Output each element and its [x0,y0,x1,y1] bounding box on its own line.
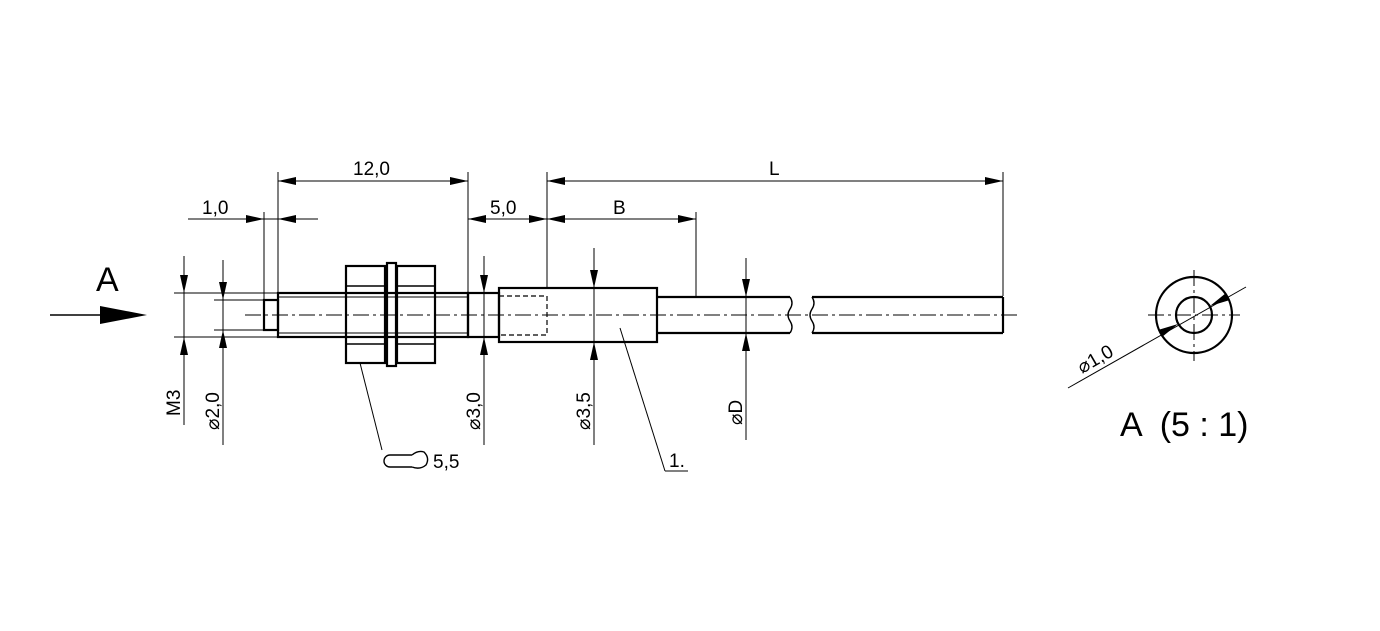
wrench-size-callout: 5,5 [359,362,459,473]
dim-total-length: L [547,159,1003,185]
svg-text:L: L [769,159,780,180]
svg-text:⌀2,0: ⌀2,0 [203,392,224,430]
svg-text:⌀D: ⌀D [726,400,747,425]
extension-lines [263,172,1004,299]
sensor-body [262,261,1005,368]
svg-text:1,0: 1,0 [202,198,228,219]
svg-text:⌀3,0: ⌀3,0 [464,392,485,430]
view-marker-label: A [96,261,119,299]
dim-thread-length: 12,0 [278,159,468,185]
svg-text:5,0: 5,0 [490,198,516,219]
svg-text:⌀3,5: ⌀3,5 [574,392,595,430]
dim-gap-length: 5,0 [468,198,547,223]
detail-view-label: A (5 : 1) [1120,406,1249,444]
detail-view-a: ⌀1,0 A (5 : 1) [1067,270,1249,444]
dim-cable-diameter: ⌀D [726,258,750,440]
dim-thread-size: M3 [164,256,277,425]
dim-bend-length: B [547,198,696,223]
dim-housing-diameter: ⌀3,5 [574,248,598,445]
svg-text:M3: M3 [164,390,185,416]
svg-text:5,5: 5,5 [433,452,459,473]
svg-text:1.: 1. [669,451,685,472]
wrench-icon [383,450,429,469]
dim-tip-diameter: ⌀2,0 [203,260,263,445]
dim-sleeve-diameter: ⌀3,0 [464,256,488,445]
note-callout: 1. [619,327,688,472]
svg-text:B: B [613,198,626,219]
view-direction-arrow [50,306,147,324]
dim-tip-length: 1,0 [188,198,318,223]
svg-text:12,0: 12,0 [353,159,390,180]
